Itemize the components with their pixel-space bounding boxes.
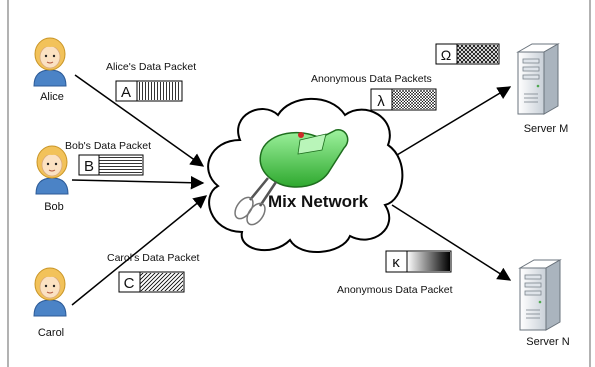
alice-packet-caption: Alice's Data Packet xyxy=(106,61,196,73)
lambda-symbol: λ xyxy=(377,93,385,110)
carol-packet-letter: C xyxy=(124,275,135,292)
alice-name: Alice xyxy=(40,91,64,103)
kappa-symbol: κ xyxy=(392,254,400,271)
alice-data-packet xyxy=(115,80,183,102)
server-n-label: Server N xyxy=(526,336,569,348)
carol-name: Carol xyxy=(38,327,64,339)
carol-data-packet xyxy=(118,271,185,293)
server-m-arrow xyxy=(391,86,512,159)
anonymous-packets-caption: Anonymous Data Packets xyxy=(311,73,432,85)
omega-symbol: Ω xyxy=(441,47,451,63)
bob-packet-letter: B xyxy=(84,158,94,175)
server-n-icon xyxy=(519,259,561,331)
anonymous-packet-caption: Anonymous Data Packet xyxy=(337,284,453,296)
alice-avatar xyxy=(33,37,67,87)
server-n-arrow xyxy=(391,204,512,281)
hand-mixer-icon xyxy=(234,129,349,226)
kappa-data-packet xyxy=(385,250,452,273)
carol-arrow xyxy=(71,195,208,306)
server-m-icon xyxy=(517,43,559,115)
carol-packet-caption: Carol's Data Packet xyxy=(107,252,200,264)
alice-packet-letter: A xyxy=(121,84,131,101)
bob-avatar xyxy=(35,145,69,195)
carol-avatar xyxy=(33,267,67,317)
bob-packet-caption: Bob's Data Packet xyxy=(65,140,151,152)
bob-name: Bob xyxy=(44,201,64,213)
lambda-data-packet xyxy=(370,88,437,111)
bob-arrow xyxy=(71,175,205,190)
server-m-label: Server M xyxy=(524,123,569,135)
alice-arrow xyxy=(74,74,205,167)
mix-network-label: Mix Network xyxy=(268,192,369,211)
omega-data-packet xyxy=(435,43,500,65)
bob-data-packet xyxy=(78,154,144,176)
